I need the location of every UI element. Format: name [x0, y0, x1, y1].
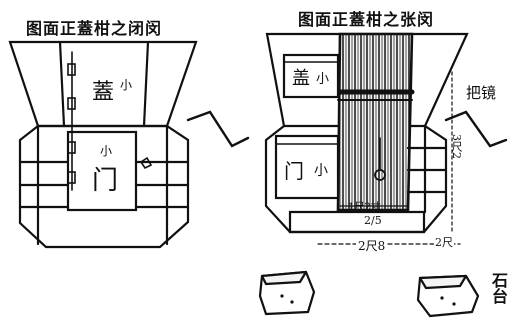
- right-lid-label: 盖: [292, 68, 310, 89]
- left-lid-small-label: 小: [120, 78, 133, 92]
- hinge-icon: [67, 63, 76, 76]
- right-door-small-label: 小: [314, 163, 328, 179]
- inner-dimension-label: 1尺2寸: [348, 202, 381, 213]
- hinge-icon: [67, 141, 76, 154]
- right-door-panel: [274, 134, 340, 200]
- left-hopper-line: [58, 40, 66, 128]
- right-door-label: 门: [284, 159, 304, 183]
- left-door-panel: [66, 130, 138, 212]
- closed-box-drawing: [8, 40, 250, 249]
- right-grain-area: [336, 32, 414, 212]
- width-dimension-label: 2尺8: [356, 237, 388, 254]
- left-door-label: 门: [92, 166, 119, 196]
- right-caption: 图面正蓋柑之张闵: [298, 10, 435, 29]
- left-caption: 图面正蓋柑之闭闵: [26, 19, 163, 38]
- stone-caption: 石台: [489, 272, 508, 304]
- left-hopper-line: [142, 40, 150, 128]
- latch-icon: [139, 156, 153, 170]
- right-lid-small-label: 小: [316, 72, 330, 87]
- key-ring-icon: [374, 169, 386, 181]
- open-box-drawing: [264, 32, 508, 245]
- crank-handle-icon: [186, 110, 250, 148]
- right-plinth: [288, 210, 426, 234]
- left-body: [18, 124, 190, 249]
- left-door-small-label: 小: [100, 144, 113, 158]
- right-dimension-label: 2尺: [434, 234, 454, 250]
- handle-label: 把镜: [466, 84, 497, 102]
- crank-handle-icon: [444, 110, 508, 148]
- sub-dimension-label: 2/5: [364, 214, 382, 227]
- hinge-icon: [67, 97, 76, 110]
- height-dimension-label: 3尺2: [450, 134, 463, 159]
- left-lid-label: 蓋: [92, 80, 115, 105]
- hinge-icon: [67, 171, 76, 184]
- stone-base-left: [258, 270, 316, 316]
- stone-base-right: [416, 274, 480, 318]
